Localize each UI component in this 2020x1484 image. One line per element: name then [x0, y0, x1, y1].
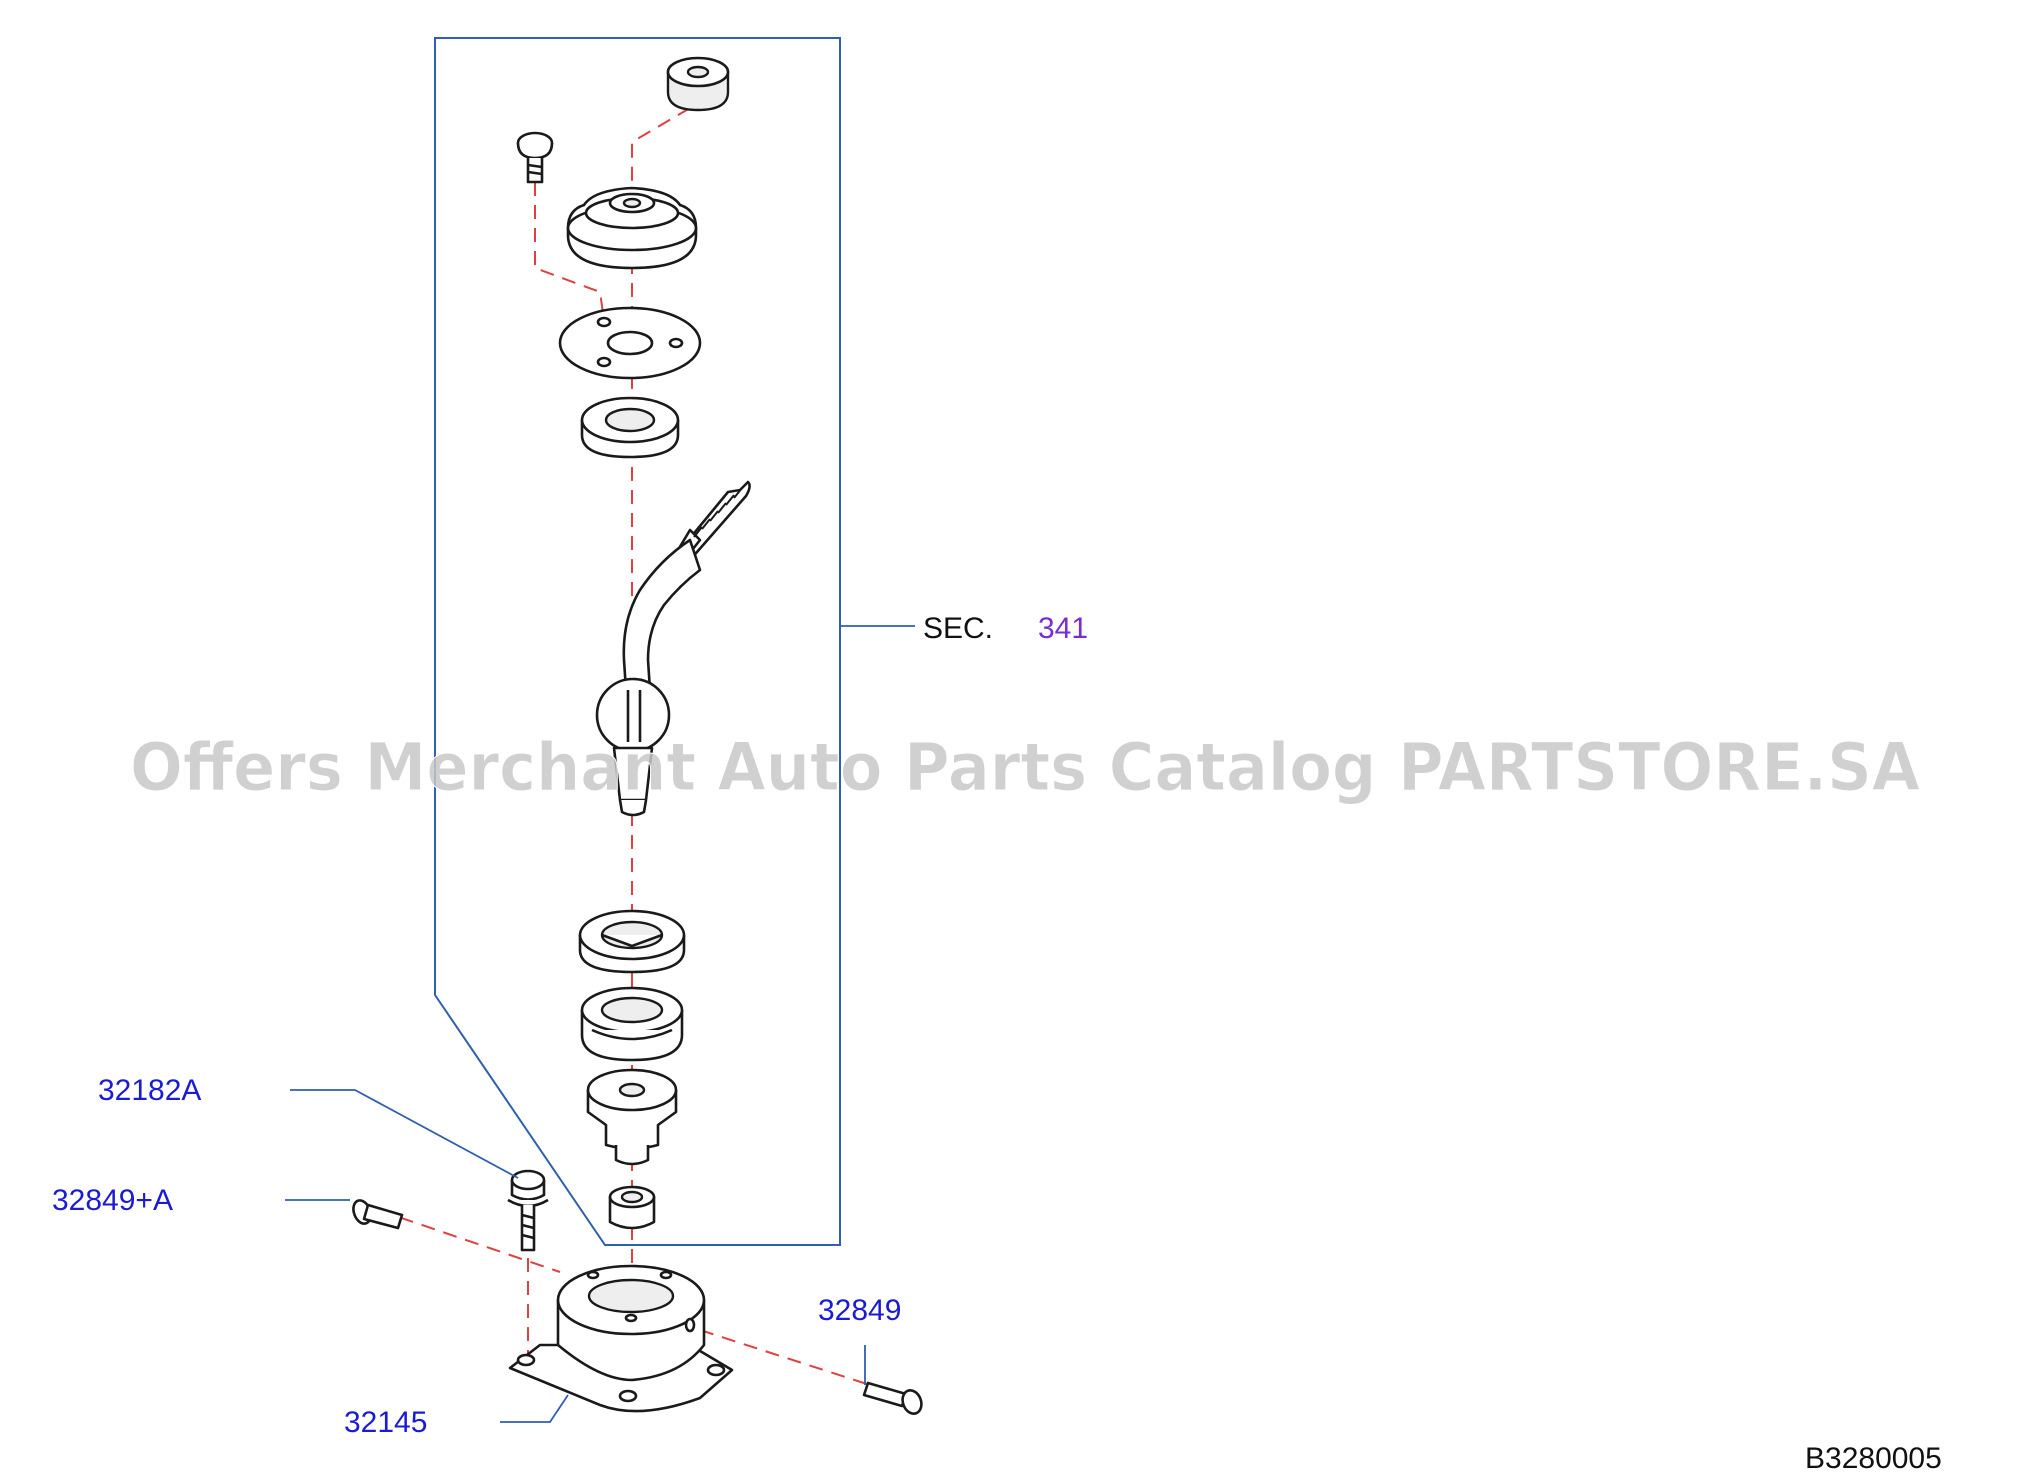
callout-32849A[interactable]: 32849+A	[52, 1184, 173, 1217]
bolt-left	[352, 1199, 404, 1230]
watermark-text: Offers Merchant Auto Parts Catalog PARTS…	[130, 729, 1920, 806]
section-number-link[interactable]: 341	[1038, 612, 1088, 645]
callout-32849[interactable]: 32849	[818, 1294, 901, 1327]
callout-32182A[interactable]: 32182A	[98, 1074, 201, 1107]
bolt-right	[862, 1381, 923, 1415]
seal-ring-upper	[580, 396, 680, 459]
flange-bolt	[507, 1169, 549, 1252]
top-nut	[666, 56, 730, 112]
bushing-middle	[580, 986, 684, 1062]
bushing-upper	[578, 909, 686, 974]
callout-32145[interactable]: 32145	[344, 1406, 427, 1439]
collar	[608, 1185, 656, 1230]
assembly-frame	[434, 37, 841, 1246]
figure-code: B3280005	[1805, 1442, 1942, 1475]
screw-small	[516, 131, 554, 184]
retainer-plate	[558, 306, 702, 380]
leader-32145	[500, 1394, 569, 1423]
shift-lever	[595, 480, 751, 817]
pivot-socket	[586, 1068, 678, 1166]
section-prefix: SEC.	[923, 612, 993, 645]
shifter-housing	[508, 1264, 734, 1413]
leader-32182A	[290, 1089, 519, 1179]
shift-boot	[566, 186, 698, 270]
